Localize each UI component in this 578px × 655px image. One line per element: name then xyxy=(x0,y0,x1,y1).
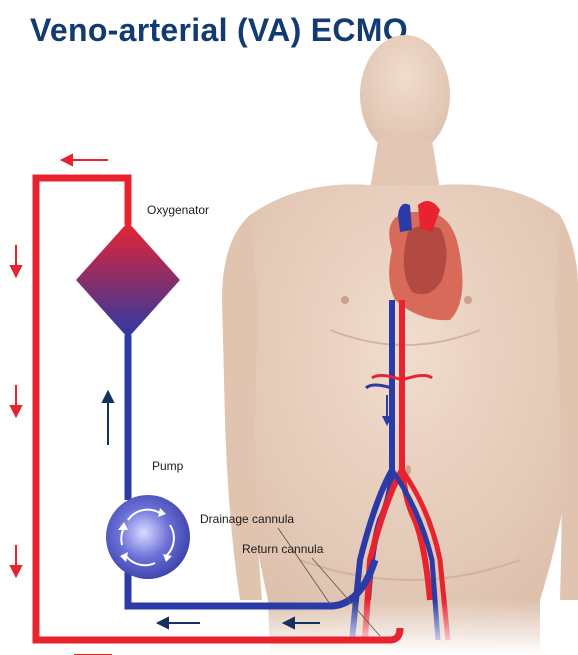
return-cannula-label: Return cannula xyxy=(242,542,324,556)
oxygenator-label: Oxygenator xyxy=(147,203,209,217)
drainage-cannula-label: Drainage cannula xyxy=(200,512,294,526)
pump-label: Pump xyxy=(152,459,184,473)
oxygenator xyxy=(76,222,180,338)
red-flow-arrows xyxy=(11,155,112,655)
pump xyxy=(106,495,190,579)
